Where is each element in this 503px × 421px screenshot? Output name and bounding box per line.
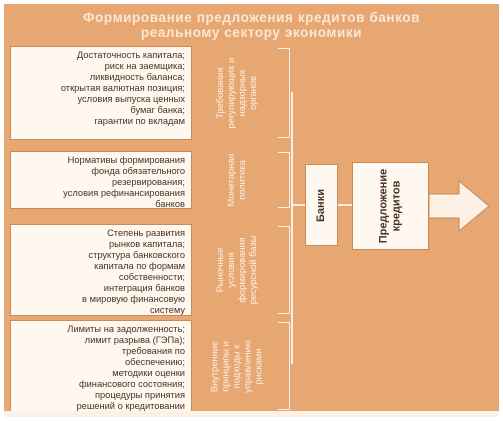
category-market: Рыночные условия формирования ресурсной …	[198, 224, 276, 316]
connector-to-banks	[291, 204, 305, 206]
category-label-regulatory: Требования регулирующих и надзорных орга…	[215, 57, 258, 129]
banks-box: Банки	[305, 164, 338, 246]
condition-line: лимит разрыва (ГЭПа);	[84, 335, 185, 345]
condition-line: требования по	[121, 346, 185, 356]
category-label-market: Рыночные условия формирования ресурсной …	[215, 235, 258, 305]
condition-line: резервирования;	[111, 177, 185, 187]
credit-supply-box: Предложение кредитов	[352, 162, 429, 250]
condition-line: Нормативы формирования	[67, 155, 185, 165]
condition-line: гарантии по вкладам	[94, 116, 185, 126]
condition-line: финансового состояния;	[78, 379, 185, 389]
condition-line: условия выпуска ценных	[77, 94, 185, 104]
condition-line: банков	[155, 199, 185, 209]
condition-line: риск на заемщика;	[104, 61, 185, 71]
condition-line: рынков капитала;	[108, 239, 185, 249]
condition-line: методики оценки	[112, 368, 185, 378]
diagram-title-line1: Формирование предложения кредитов банков	[82, 10, 421, 25]
bracket-regulatory	[278, 48, 290, 138]
connector-vertical	[291, 92, 293, 364]
condition-line: решений о кредитовании	[76, 401, 186, 411]
diagram-canvas: Формирование предложения кредитов банков…	[4, 4, 499, 417]
condition-line: капитала по формам	[94, 261, 185, 271]
category-regulatory: Требования регулирующих и надзорных орга…	[198, 46, 276, 140]
category-monetary: Монетарная политика	[198, 151, 276, 209]
conditions-box-regulatory: Достаточность капитала;риск на заемщика;…	[10, 46, 192, 140]
category-risk: Внутренние принципы и подходы к управлен…	[198, 320, 276, 412]
bracket-risk	[278, 322, 290, 410]
condition-line: процедуры принятия	[94, 390, 185, 400]
category-label-risk: Внутренние принципы и подходы к управлен…	[209, 339, 264, 393]
condition-line: обеспечению;	[124, 357, 185, 367]
category-label-monetary: Монетарная политика	[226, 153, 247, 207]
bottom-strip	[4, 411, 499, 417]
credit-supply-label: Предложение кредитов	[377, 168, 403, 244]
condition-line: бумаг банка;	[130, 105, 185, 115]
condition-line: в мировую финансовую	[82, 294, 185, 304]
conditions-box-risk: Лимиты на задолженность;лимит разрыва (Г…	[10, 320, 192, 412]
output-arrow-icon	[429, 180, 490, 232]
condition-line: интеграция банков	[103, 283, 185, 293]
condition-line: условия рефинансирования	[63, 188, 185, 198]
condition-line: Лимиты на задолженность;	[67, 324, 185, 334]
condition-line: открытая валютная позиция;	[60, 83, 185, 93]
condition-line: фонда обязательного	[91, 166, 185, 176]
condition-line: ликвидность баланса;	[89, 72, 185, 82]
bracket-monetary	[278, 152, 290, 208]
condition-line: Степень развития	[107, 228, 185, 238]
condition-line: собственности;	[118, 272, 185, 282]
connector-banks-to-output	[338, 204, 352, 206]
condition-line: Достаточность капитала;	[76, 50, 185, 60]
condition-line: систему	[150, 305, 185, 315]
condition-line: структура банковского	[88, 250, 185, 260]
diagram-title-line2: реальному сектору экономики	[140, 25, 363, 40]
bracket-market	[278, 226, 290, 314]
banks-label: Банки	[315, 188, 327, 222]
